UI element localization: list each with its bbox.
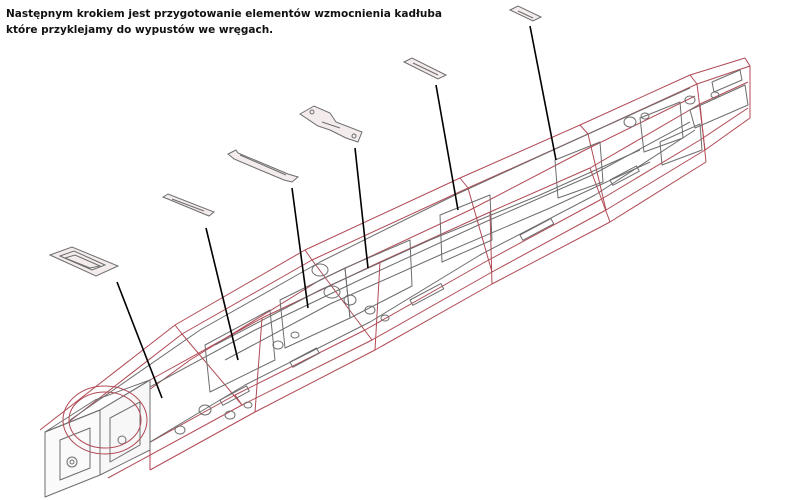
leader-line-1: [116, 281, 163, 399]
frame-slots: [219, 165, 640, 406]
reinforcement-part-4: [299, 105, 363, 143]
leader-lines: [116, 25, 557, 399]
caption-line-2: które przyklejamy do wypustów we wręgach…: [6, 24, 274, 36]
reinforcement-part-5: [402, 57, 448, 80]
caption-line-1: Następnym krokiem jest przygotowanie ele…: [6, 8, 442, 20]
leader-line-6: [529, 25, 557, 161]
nose-ring: [62, 385, 148, 455]
instruction-caption: Następnym krokiem jest przygotowanie ele…: [6, 6, 442, 38]
leader-line-3: [291, 187, 309, 309]
lightening-holes: [174, 91, 720, 435]
reinforcement-part-6: [508, 5, 543, 22]
leader-line-2: [205, 227, 239, 361]
nose-box: [44, 379, 151, 498]
tail-detail: [659, 69, 749, 166]
fuselage-formers: [149, 57, 751, 470]
fuselage-former-outlines: [204, 101, 684, 393]
leader-line-4: [354, 147, 369, 269]
fuselage-inner-structure: [69, 87, 696, 461]
fuselage-frame: [39, 57, 751, 498]
reinforcement-part-2: [161, 193, 215, 217]
reinforcement-part-3: [227, 149, 300, 183]
reinforcement-part-1: [48, 246, 120, 277]
reinforcement-parts: [48, 5, 543, 277]
leader-line-5: [435, 84, 459, 211]
